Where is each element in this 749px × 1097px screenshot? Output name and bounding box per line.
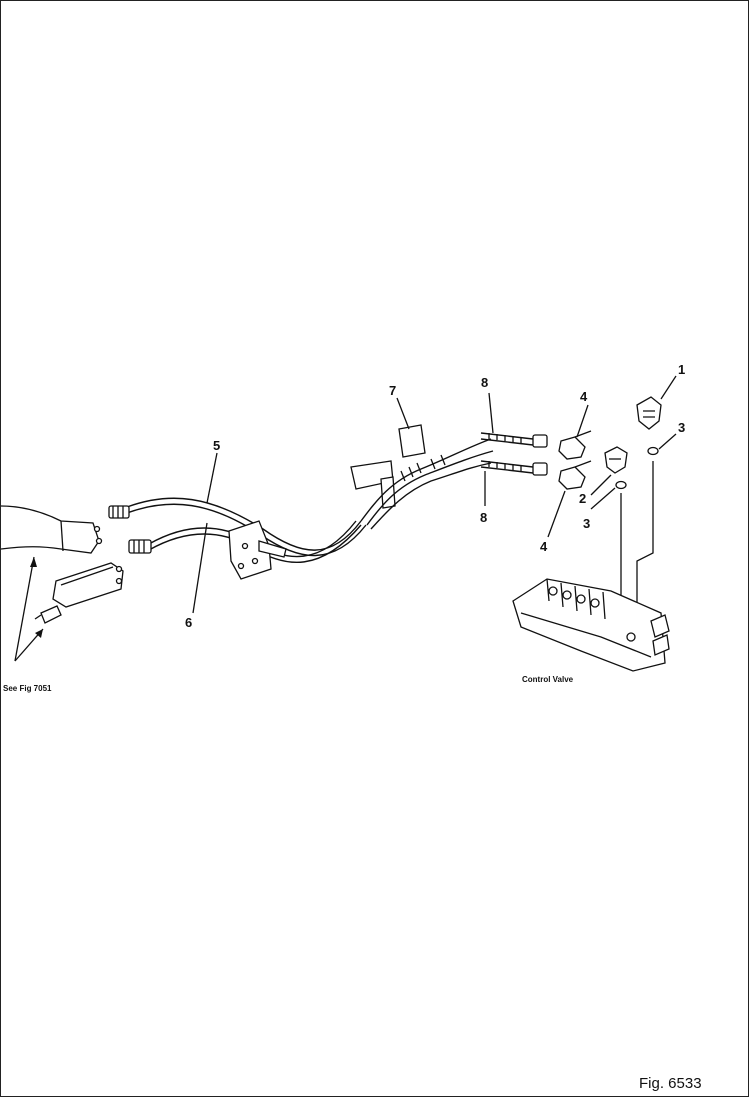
callout-5: 5 <box>213 438 220 453</box>
see-fig-leaders <box>14 556 44 662</box>
elbow-4-lower <box>558 460 592 490</box>
pipe-right <box>636 461 654 621</box>
left-linkage-assembly <box>1 505 124 624</box>
callout-4-lower: 4 <box>540 539 548 554</box>
hose-6-fitting <box>128 539 152 554</box>
callout-8-lower: 8 <box>480 510 487 525</box>
callout-4-upper: 4 <box>580 389 588 404</box>
elbow-1 <box>636 396 662 430</box>
control-valve-label: Control Valve <box>522 675 574 684</box>
callout-8-upper: 8 <box>481 375 488 390</box>
callout-leaders <box>192 375 677 614</box>
hose-clamp-plate <box>228 520 287 580</box>
callout-1: 1 <box>678 362 685 377</box>
control-valve <box>512 578 670 672</box>
callout-3-right: 3 <box>678 420 685 435</box>
elbow-4-upper <box>558 430 592 460</box>
callout-3-left: 3 <box>583 516 590 531</box>
hose-8-lower <box>480 460 548 476</box>
hose-support-7 <box>350 424 494 530</box>
figure-number: Fig. 6533 <box>639 1075 702 1092</box>
hose-8-upper-fitting <box>532 434 548 448</box>
o-ring-3-right <box>647 446 659 456</box>
o-ring-3-left <box>615 480 627 490</box>
elbow-2 <box>604 446 628 474</box>
hose-8-upper <box>480 432 548 448</box>
hose-5-fitting <box>108 505 130 519</box>
callout-6: 6 <box>185 615 192 630</box>
callout-2: 2 <box>579 491 586 506</box>
hose-5 <box>108 497 367 557</box>
see-fig-note: See Fig 7051 <box>3 684 52 693</box>
callout-7: 7 <box>389 383 396 398</box>
hose-8-lower-fitting <box>532 462 548 476</box>
